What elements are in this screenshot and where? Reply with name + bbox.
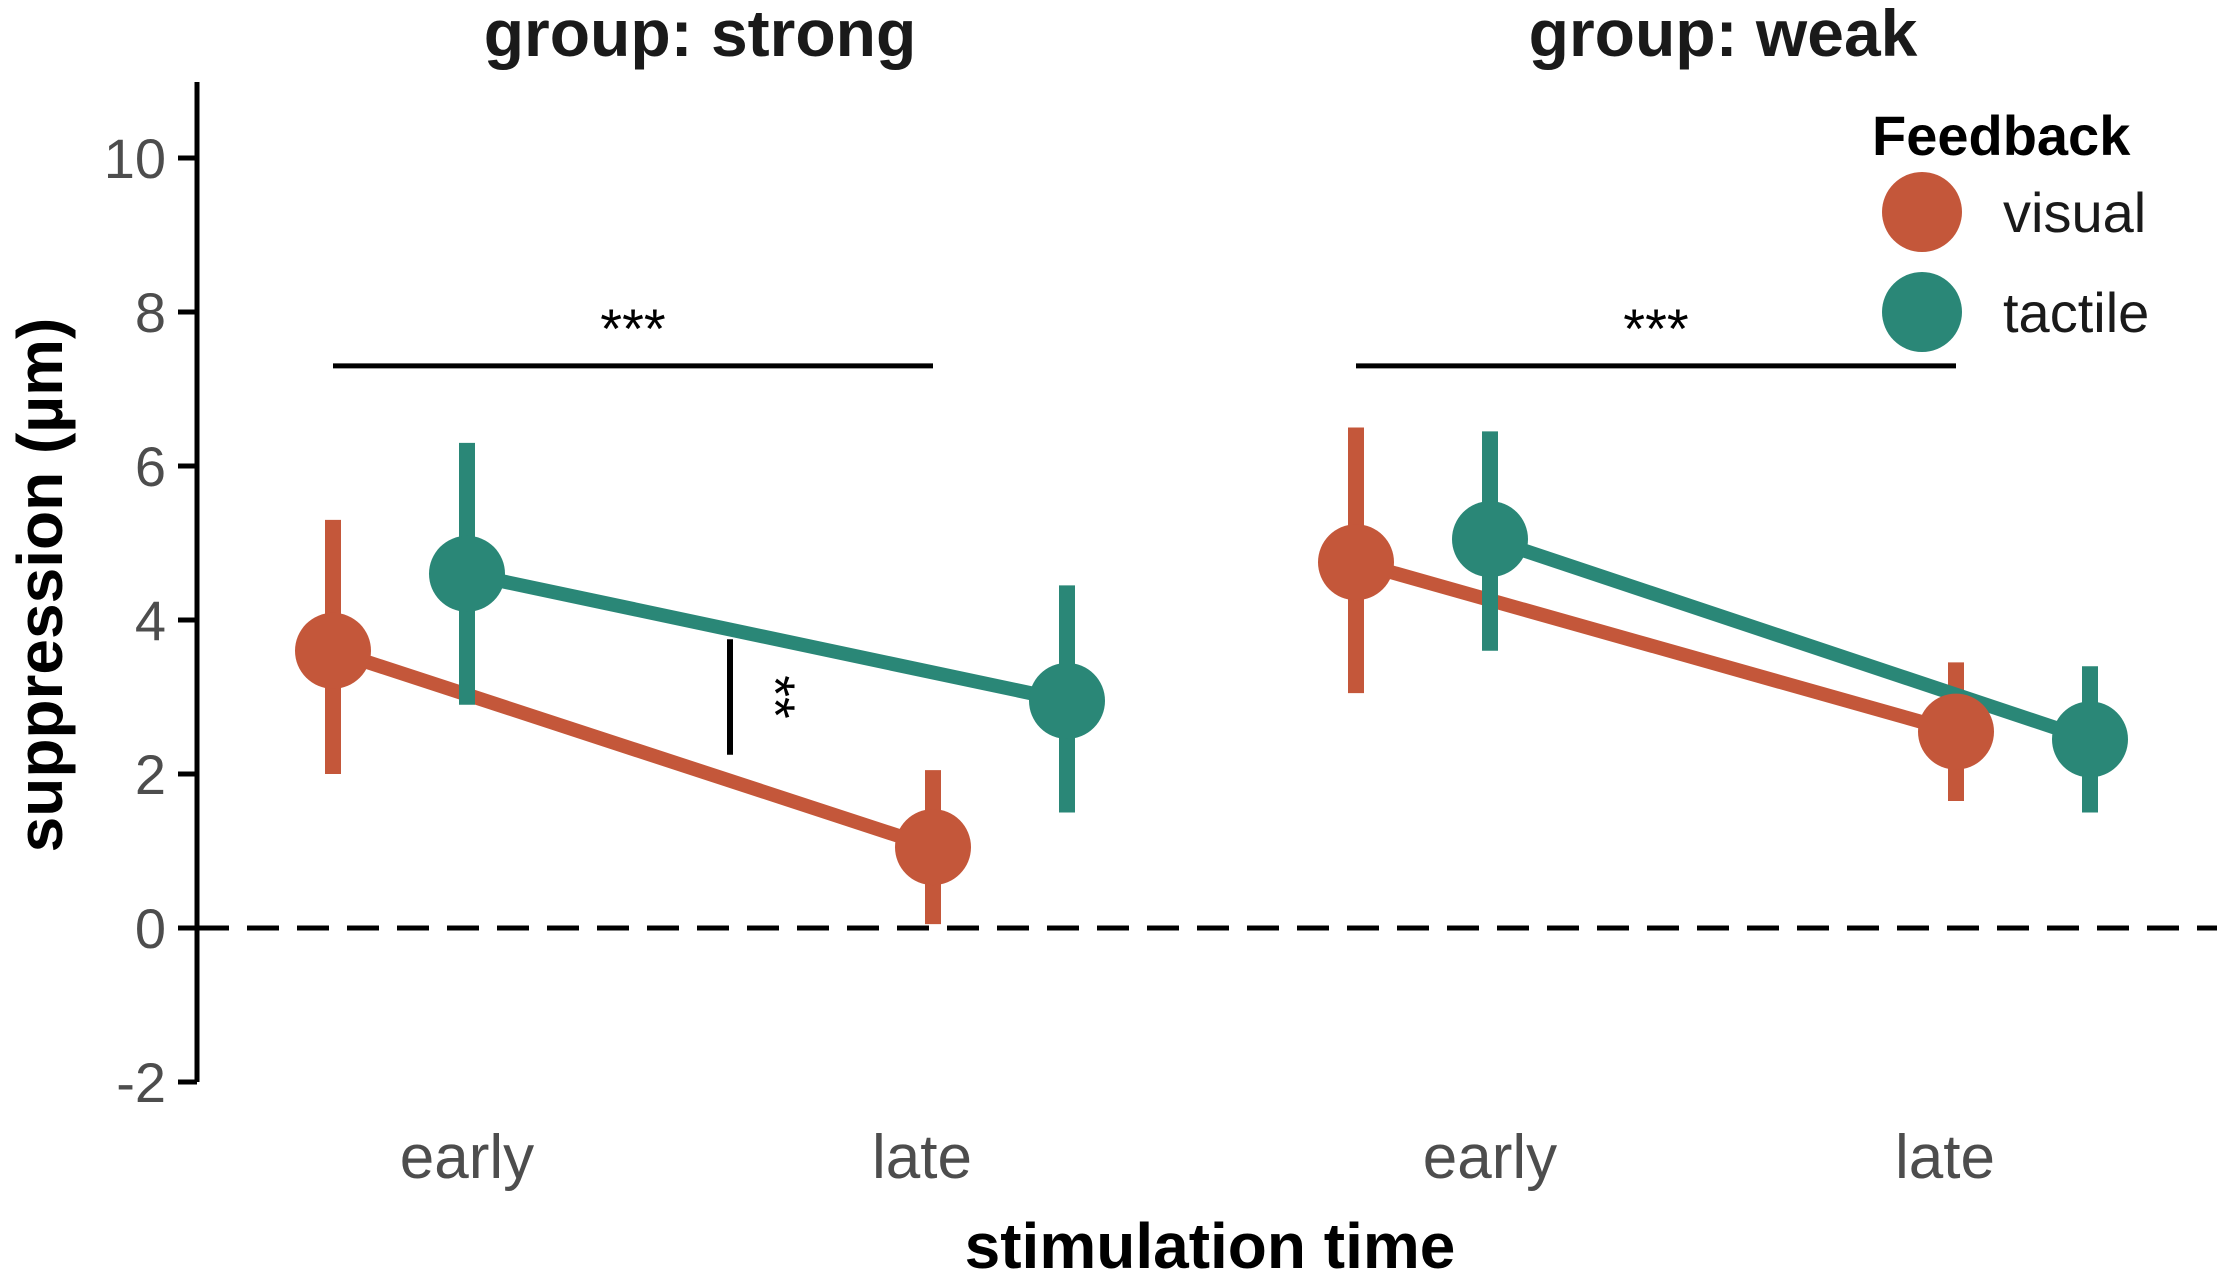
y-tick-label: 2 — [135, 743, 166, 806]
panel-strong: ***** — [295, 297, 1105, 925]
legend-label-visual: visual — [2003, 181, 2146, 244]
data-point-strong-tactile-early — [429, 535, 505, 612]
x-tick-label-weak-late: late — [1895, 1123, 1995, 1192]
y-tick-label: 10 — [104, 127, 166, 190]
facet-title-weak: group: weak — [1529, 0, 1918, 70]
y-tick-label: 8 — [135, 281, 166, 344]
x-tick-label-weak-early: early — [1423, 1123, 1557, 1192]
legend-key-visual — [1882, 172, 1962, 252]
significance-label-weak: *** — [1623, 297, 1688, 360]
y-tick-label: 0 — [135, 897, 166, 960]
data-point-weak-visual-late — [1918, 693, 1994, 770]
series-line-strong-tactile — [465, 566, 1069, 708]
data-point-weak-tactile-late — [2052, 701, 2128, 778]
x-tick-label-strong-late: late — [872, 1123, 972, 1192]
panel-weak: *** — [1318, 297, 2128, 813]
legend-title: Feedback — [1872, 104, 2131, 167]
y-axis-title: suppression (µm) — [4, 318, 76, 853]
data-point-strong-tactile-late — [1029, 662, 1105, 739]
legend: Feedback visual tactile — [1872, 104, 2149, 352]
data-point-strong-visual-late — [895, 809, 971, 886]
series-line-strong-visual — [330, 644, 936, 854]
series-line-weak-tactile — [1487, 532, 2093, 746]
data-point-strong-visual-early — [295, 612, 371, 689]
legend-label-tactile: tactile — [2003, 281, 2149, 344]
y-axis: -2 0 2 4 6 8 10 — [104, 82, 200, 1114]
y-tick-label: -2 — [116, 1051, 166, 1114]
legend-key-tactile — [1882, 272, 1962, 352]
significance-vertical-label-strong: ** — [744, 675, 807, 719]
x-axis-title: stimulation time — [965, 1210, 1456, 1279]
significance-label-strong: *** — [600, 297, 665, 360]
data-point-weak-tactile-early — [1452, 501, 1528, 578]
data-point-weak-visual-early — [1318, 524, 1394, 601]
facet-title-strong: group: strong — [484, 0, 917, 70]
series-line-weak-visual — [1354, 555, 1958, 739]
y-tick-label: 6 — [135, 435, 166, 498]
y-tick-label: 4 — [135, 589, 166, 652]
x-tick-label-strong-early: early — [400, 1123, 534, 1192]
